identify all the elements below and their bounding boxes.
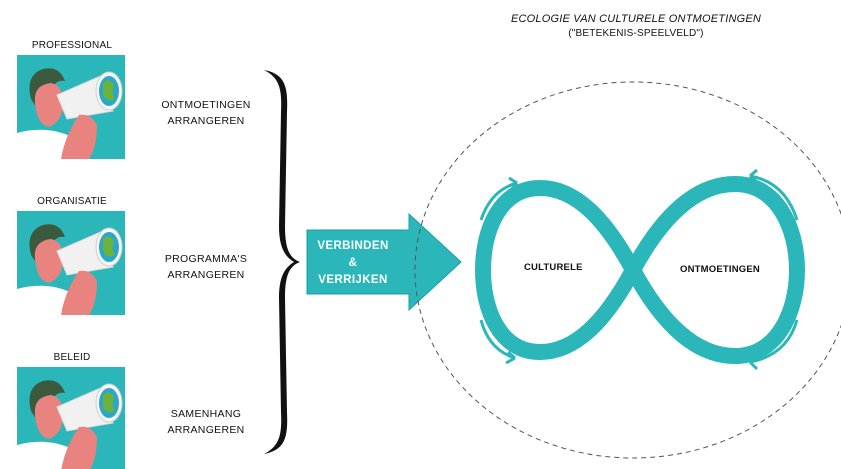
arrow-line-3: VERRIJKEN <box>318 274 388 286</box>
action-line: SAMENHANG <box>170 408 242 420</box>
rotate-arrow-top-right <box>749 174 799 221</box>
arrow-label: VERBINDEN & VERRIJKEN <box>308 238 398 289</box>
loop-label-ontmoetingen: ONTMOETINGEN <box>680 264 760 275</box>
loop-label-culturele: CULTURELE <box>524 262 583 273</box>
infinity-loop <box>475 176 805 364</box>
curly-brace <box>264 70 300 454</box>
action-ontmoetingen-arrangeren: ONTMOETINGEN ARRANGEREN <box>146 97 266 129</box>
arrow-line-2: & <box>348 257 358 269</box>
action-samenhang-arrangeren: SAMENHANG ARRANGEREN <box>146 406 266 438</box>
role-label-beleid: BELEID <box>53 352 91 363</box>
spyglass-person-icon <box>17 211 125 315</box>
role-label-professional: PROFESSIONAL <box>31 40 113 51</box>
verbinden-arrow <box>306 212 462 312</box>
action-programmas-arrangeren: PROGRAMMA'S ARRANGEREN <box>146 251 266 283</box>
action-line: ONTMOETINGEN <box>161 99 251 111</box>
arrow-line-1: VERBINDEN <box>317 240 389 252</box>
spyglass-person-icon <box>17 55 125 159</box>
rotate-arrow-bottom-left <box>479 319 516 360</box>
action-line: PROGRAMMA'S <box>164 253 248 265</box>
spyglass-person-icon <box>17 367 125 469</box>
ecology-field-diagram <box>414 81 841 459</box>
action-line: ARRANGEREN <box>167 115 245 127</box>
ecology-subtitle: ("BETEKENIS-SPEELVELD") <box>568 28 704 39</box>
rotate-arrow-top-left <box>479 181 518 221</box>
role-label-organisatie: ORGANISATIE <box>37 196 107 207</box>
action-line: ARRANGEREN <box>167 424 245 436</box>
dashed-field-ellipse <box>414 81 841 459</box>
action-line: ARRANGEREN <box>167 269 245 281</box>
ecology-title: ECOLOGIE VAN CULTURELE ONTMOETINGEN <box>510 13 762 25</box>
rotate-arrow-bottom-right <box>749 319 799 364</box>
